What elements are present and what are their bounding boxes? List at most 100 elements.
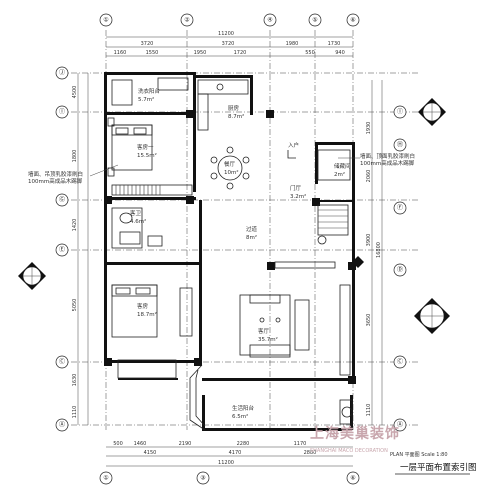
dim-total: 11200: [218, 31, 234, 37]
interior-lines: [107, 77, 353, 431]
svg-text:Ⓙ: Ⓙ: [59, 69, 65, 77]
svg-text:①: ①: [103, 475, 108, 482]
room-area-laundry: 5.7m²: [138, 96, 154, 103]
axis-lines: [60, 30, 420, 430]
svg-text:Ⓗ: Ⓗ: [397, 141, 403, 149]
axis-bubbles-bottom: ① ③ ⑥: [99, 471, 360, 485]
svg-text:3650: 3650: [366, 314, 372, 327]
svg-text:1980: 1980: [286, 41, 299, 47]
svg-text:Ⓕ: Ⓕ: [397, 204, 403, 212]
index-symbol-left: [18, 262, 46, 290]
svg-text:Ⓘ: Ⓘ: [397, 108, 403, 116]
notes: 墙面、吊顶乳胶漆刷白 100mm高成品木踢脚 墙面、顶面乳胶漆刷白 100mm高…: [28, 152, 415, 185]
index-symbol-bottom-right: [414, 298, 450, 334]
svg-text:③: ③: [200, 475, 205, 482]
axis-bubbles-top: ① ② ④ ⑤ ⑥: [99, 13, 360, 27]
svg-text:1460: 1460: [134, 441, 147, 447]
room-name-storage: 储藏间: [334, 162, 351, 170]
svg-text:1720: 1720: [234, 50, 247, 56]
svg-text:11200: 11200: [218, 460, 234, 466]
svg-text:1160: 1160: [114, 50, 127, 56]
svg-text:1930: 1930: [366, 122, 372, 135]
axis-bubbles-right: Ⓘ Ⓗ Ⓕ Ⓓ Ⓒ Ⓐ: [393, 105, 407, 432]
axis-label: ②: [184, 17, 190, 24]
svg-text:1950: 1950: [194, 50, 207, 56]
svg-text:940: 940: [335, 50, 345, 56]
note-right-line1: 墙面、顶面乳胶漆刷白: [360, 152, 415, 160]
svg-text:Ⓒ: Ⓒ: [397, 358, 403, 366]
svg-text:Ⓐ: Ⓐ: [59, 421, 65, 429]
note-left-line2: 100mm高成品木踢脚: [28, 177, 83, 185]
svg-text:2880: 2880: [304, 450, 317, 456]
room-area-porch: 3.2m²: [290, 193, 306, 200]
room-name-kitchen: 厨房: [228, 104, 240, 112]
room-name-living: 客厅: [258, 327, 270, 335]
room-name-sunroom: 生活阳台: [232, 404, 255, 412]
svg-text:Ⓔ: Ⓔ: [59, 246, 65, 254]
room-name-bedroom-a: 客房一: [137, 143, 154, 151]
svg-text:Ⓘ: Ⓘ: [59, 108, 65, 116]
room-name-bath: 客卫: [130, 209, 142, 217]
room-area-kitchen: 8.7m²: [228, 113, 244, 120]
index-symbol-top-right: [418, 98, 446, 126]
svg-text:500: 500: [113, 441, 123, 447]
svg-text:2060: 2060: [366, 170, 372, 183]
svg-text:16800: 16800: [376, 242, 382, 258]
room-area-sunroom: 6.5m²: [232, 413, 248, 420]
svg-text:3720: 3720: [222, 41, 235, 47]
axis-label: ④: [267, 17, 272, 24]
svg-text:4170: 4170: [229, 450, 242, 456]
dimensions-left: 4500 1800 1420 5050 1630 1110: [72, 73, 89, 425]
dimensions-top: 11200 3720 3720 1980 1730 1160 1550 1950…: [106, 31, 353, 57]
note-right-line2: 100mm高成品木踢脚: [360, 159, 415, 167]
room-name-corridor: 过道: [246, 225, 258, 233]
watermark: 上海美巢装饰 SHANGHAI MACO DECORATION: [310, 425, 400, 454]
entry-label: 入户: [288, 141, 299, 149]
dimensions-right: 1930 2060 3900 3650 1110 16800: [366, 80, 383, 425]
svg-text:Ⓖ: Ⓖ: [59, 196, 65, 204]
svg-text:⑥: ⑥: [350, 475, 355, 482]
room-area-dining: 10m²: [224, 169, 239, 176]
svg-text:1800: 1800: [72, 150, 78, 163]
room-area-bedroom-b: 18.7m²: [137, 311, 157, 318]
room-area-living: 35.7m²: [258, 336, 278, 343]
svg-text:1170: 1170: [294, 441, 307, 447]
svg-text:550: 550: [305, 50, 315, 56]
room-name-laundry: 洗衣阳台: [138, 87, 161, 95]
svg-text:3900: 3900: [366, 234, 372, 247]
svg-text:3720: 3720: [141, 41, 154, 47]
watermark-cn: 上海美巢装饰: [310, 425, 400, 442]
svg-text:1420: 1420: [72, 219, 78, 232]
axis-label: ①: [103, 17, 108, 24]
svg-text:1110: 1110: [366, 404, 372, 417]
room-name-bedroom-b: 客房: [137, 302, 149, 310]
room-labels: 洗衣阳台 5.7m² 厨房 8.7m² 客房一 15.5m² 餐厅 10m² 门…: [130, 87, 351, 420]
scale-note: PLAN 平面图 Scale 1:80: [390, 452, 448, 458]
svg-text:4500: 4500: [72, 86, 78, 99]
room-area-bath: 4.6m²: [130, 218, 146, 225]
svg-text:5050: 5050: [72, 299, 78, 312]
svg-text:1110: 1110: [72, 406, 78, 419]
drawing-title: 一层平面布置索引图: [400, 462, 477, 473]
room-area-bedroom-a: 15.5m²: [137, 152, 157, 159]
svg-text:2280: 2280: [237, 441, 250, 447]
walls: [104, 72, 356, 431]
dimensions-bottom: 500 1460 2190 2280 1170 4150 4170 2880 1…: [106, 441, 353, 467]
svg-text:1630: 1630: [72, 374, 78, 387]
svg-text:Ⓐ: Ⓐ: [397, 421, 403, 429]
svg-text:1730: 1730: [328, 41, 341, 47]
index-symbol-center-right: [352, 256, 364, 268]
title-block: PLAN 平面图 Scale 1:80 一层平面布置索引图: [390, 452, 477, 475]
svg-text:2190: 2190: [179, 441, 192, 447]
axis-label: ⑥: [350, 17, 355, 24]
axis-label: ⑤: [312, 17, 317, 24]
svg-text:4150: 4150: [144, 450, 157, 456]
svg-text:Ⓒ: Ⓒ: [59, 358, 65, 366]
axis-bubbles-left: Ⓙ Ⓘ Ⓖ Ⓔ Ⓒ Ⓐ: [55, 66, 69, 432]
watermark-en: SHANGHAI MACO DECORATION: [310, 448, 388, 454]
note-left-line1: 墙面、吊顶乳胶漆刷白: [28, 170, 83, 178]
svg-text:Ⓓ: Ⓓ: [397, 266, 403, 274]
room-name-porch: 门厅: [290, 184, 302, 192]
room-area-corridor: 8m²: [246, 234, 257, 241]
